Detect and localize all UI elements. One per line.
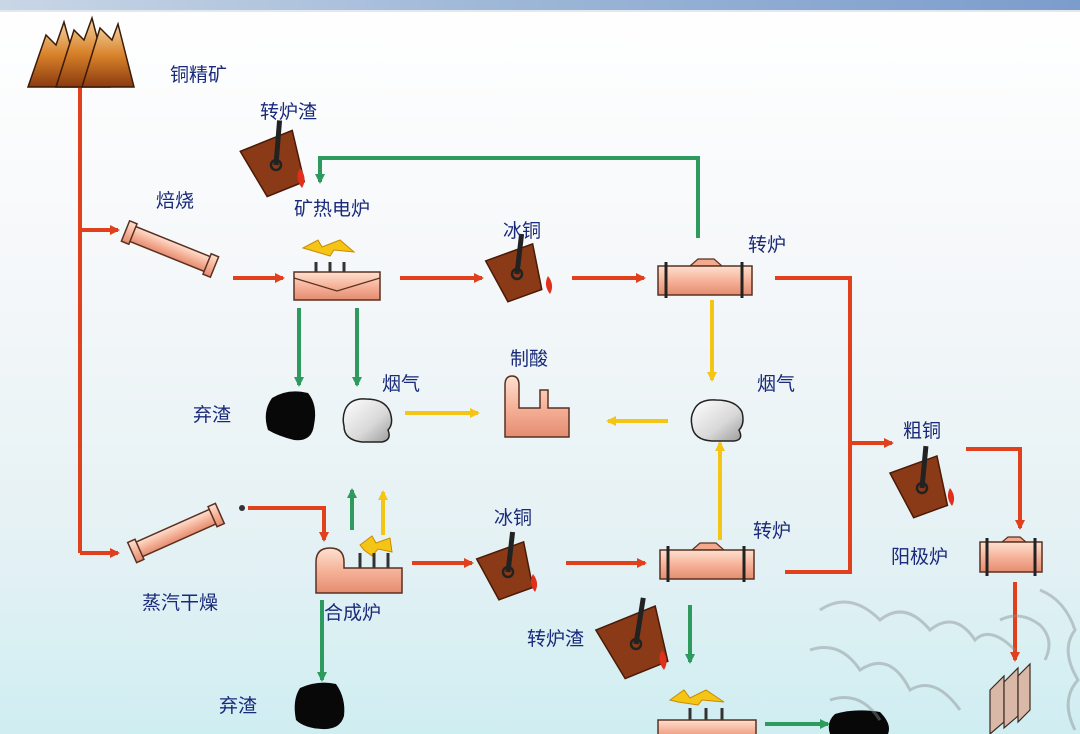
anode-furnace-icon — [979, 536, 1043, 576]
dryer-outlet-dot — [239, 505, 245, 511]
top-divider — [0, 10, 1080, 12]
flow-converter-top-to-junction — [775, 276, 852, 574]
flow-converter-slag-return — [315, 156, 700, 238]
dragon-watermark-icon — [809, 588, 1080, 731]
label-ore-electric-furnace: 矿热电炉 — [294, 198, 371, 220]
molten-drip-icon — [530, 574, 538, 592]
label-flue-gas-left: 烟气 — [382, 373, 421, 395]
cathode-plates-icon — [989, 662, 1031, 734]
label-copper-concentrate: 铜精矿 — [170, 64, 228, 86]
converter-bottom-icon — [659, 542, 755, 582]
label-acid-making: 制酸 — [510, 348, 549, 370]
molten-drip-icon — [545, 276, 553, 294]
ladle-converter-slag-top-icon — [239, 120, 306, 198]
label-flue-gas-right: 烟气 — [757, 373, 796, 395]
label-steam-drying: 蒸汽干燥 — [142, 592, 219, 614]
label-converter-top: 转炉 — [748, 234, 787, 256]
label-matte-top: 冰铜 — [503, 220, 542, 242]
ladle-converter-slag-bottom-icon — [594, 597, 669, 680]
converter-top-icon — [657, 258, 753, 298]
molten-drip-icon — [297, 168, 305, 188]
ladle-matte-bottom-icon — [475, 531, 534, 601]
label-slag-discard-top: 弃渣 — [193, 404, 232, 426]
label-matte-bottom: 冰铜 — [494, 507, 533, 529]
flash-furnace-icon — [315, 535, 403, 594]
flow-drying-to-flash — [248, 506, 329, 542]
label-anode-furnace: 阳极炉 — [891, 546, 949, 568]
ladle-blister-copper-icon — [888, 445, 949, 519]
ladle-matte-top-icon — [484, 233, 543, 303]
steam-dryer-icon — [126, 502, 226, 564]
label-converter-slag-bottom: 转炉渣 — [527, 628, 585, 650]
label-flash-furnace: 合成炉 — [324, 602, 382, 624]
top-banner — [0, 0, 1080, 10]
slag-flow-lines — [294, 156, 830, 729]
label-converter-slag-top: 转炉渣 — [260, 101, 318, 123]
bottom-electric-furnace-icon — [657, 689, 757, 734]
slag-heap-right-icon — [828, 710, 889, 734]
roasting-kiln-icon — [120, 219, 220, 279]
flue-gas-left-icon — [342, 398, 393, 443]
label-converter-bottom: 转炉 — [753, 520, 792, 542]
molten-drip-icon — [947, 488, 955, 506]
ore-pile-icon — [26, 15, 135, 88]
label-blister-copper: 粗铜 — [903, 420, 942, 442]
molten-drip-icon — [659, 650, 667, 670]
label-slag-discard-bottom: 弃渣 — [219, 695, 258, 717]
flow-blister-to-anode — [966, 447, 1025, 530]
acid-plant-icon — [504, 375, 570, 438]
material-flow-lines — [78, 88, 1025, 662]
slag-heap-top-icon — [265, 391, 316, 441]
gas-flow-lines — [378, 300, 725, 540]
flue-gas-right-icon — [690, 399, 744, 442]
electric-furnace-icon — [293, 239, 381, 301]
slag-heap-bottom-icon — [294, 682, 345, 730]
label-roasting: 焙烧 — [156, 190, 195, 212]
